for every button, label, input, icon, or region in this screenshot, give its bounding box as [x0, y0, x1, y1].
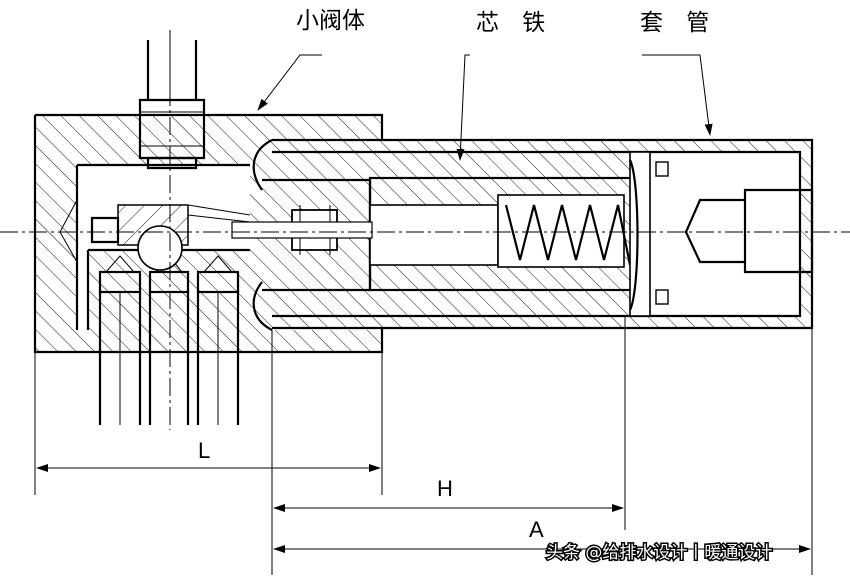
watermark: 头条 @给排水设计丨暖通设计 [546, 543, 772, 563]
leader-lines [257, 54, 713, 161]
label-sleeve: 套 管 [640, 10, 717, 36]
valve-seat [90, 204, 251, 271]
label-core-iron: 芯 铁 [476, 10, 553, 36]
outlet-pipes [98, 255, 240, 425]
dim-label-L: L [198, 438, 210, 463]
stop-plug [628, 151, 814, 317]
label-valve-body: 小阀体 [296, 8, 365, 34]
dim-label-A: A [529, 517, 544, 542]
inlet-pipe [138, 40, 206, 170]
dim-label-H: H [437, 476, 453, 501]
core-iron [231, 176, 634, 292]
extension-lines [34, 316, 813, 575]
